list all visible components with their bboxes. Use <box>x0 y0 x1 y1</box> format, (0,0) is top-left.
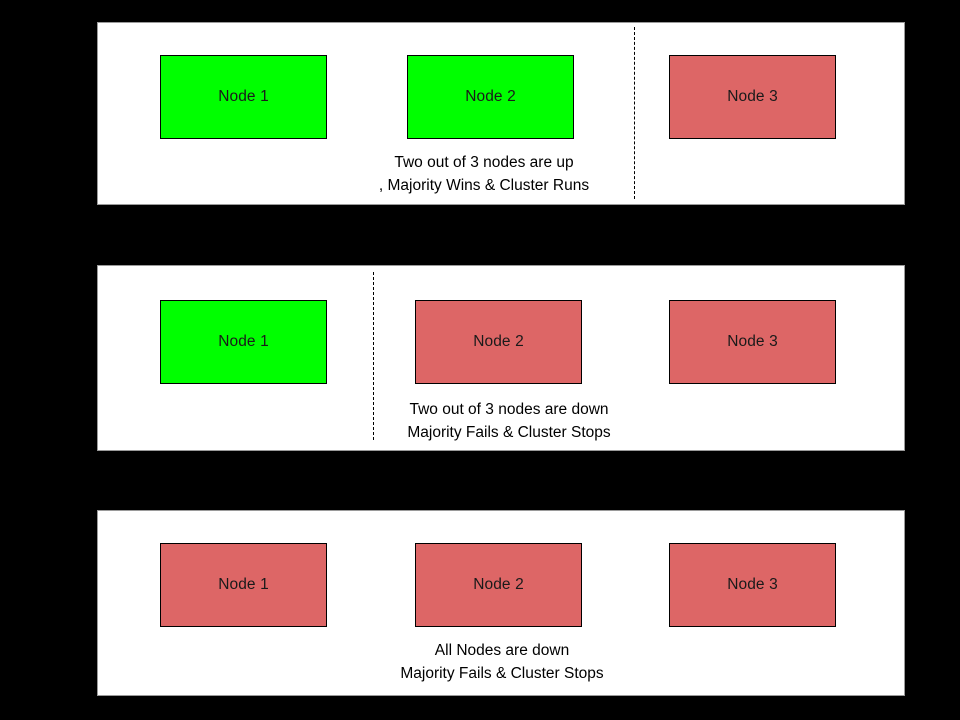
node-box-2[interactable]: Node 2 <box>407 55 574 139</box>
panel-caption: Two out of 3 nodes are down Majority Fai… <box>98 398 906 444</box>
node-box-1[interactable]: Node 1 <box>160 543 327 627</box>
scenario-panel-majority-up: Node 1 Node 2 Node 3 Two out of 3 nodes … <box>97 22 905 205</box>
panel-caption: Two out of 3 nodes are up , Majority Win… <box>98 151 906 197</box>
node-box-3[interactable]: Node 3 <box>669 543 836 627</box>
caption-line-2: Majority Fails & Cluster Stops <box>400 665 604 682</box>
scenario-panel-majority-down: Node 1 Node 2 Node 3 Two out of 3 nodes … <box>97 265 905 451</box>
partition-divider-line <box>373 272 374 440</box>
node-box-2[interactable]: Node 2 <box>415 300 582 384</box>
caption-line-1: Two out of 3 nodes are down <box>409 401 609 418</box>
partition-divider-line <box>634 27 635 199</box>
node-label: Node 2 <box>473 576 524 594</box>
node-box-3[interactable]: Node 3 <box>669 300 836 384</box>
node-label: Node 3 <box>727 333 778 351</box>
node-label: Node 2 <box>473 333 524 351</box>
node-label: Node 3 <box>727 576 778 594</box>
caption-line-2: , Majority Wins & Cluster Runs <box>378 177 590 194</box>
scenario-panel-all-down: Node 1 Node 2 Node 3 All Nodes are down … <box>97 510 905 696</box>
caption-line-1: All Nodes are down <box>434 642 570 659</box>
node-box-2[interactable]: Node 2 <box>415 543 582 627</box>
node-label: Node 1 <box>218 576 269 594</box>
panel-caption: All Nodes are down Majority Fails & Clus… <box>98 639 906 685</box>
node-label: Node 1 <box>218 333 269 351</box>
node-box-1[interactable]: Node 1 <box>160 300 327 384</box>
node-label: Node 1 <box>218 88 269 106</box>
caption-line-2: Majority Fails & Cluster Stops <box>407 424 611 441</box>
node-box-3[interactable]: Node 3 <box>669 55 836 139</box>
caption-line-1: Two out of 3 nodes are up <box>394 154 574 171</box>
node-label: Node 2 <box>465 88 516 106</box>
node-label: Node 3 <box>727 88 778 106</box>
node-box-1[interactable]: Node 1 <box>160 55 327 139</box>
